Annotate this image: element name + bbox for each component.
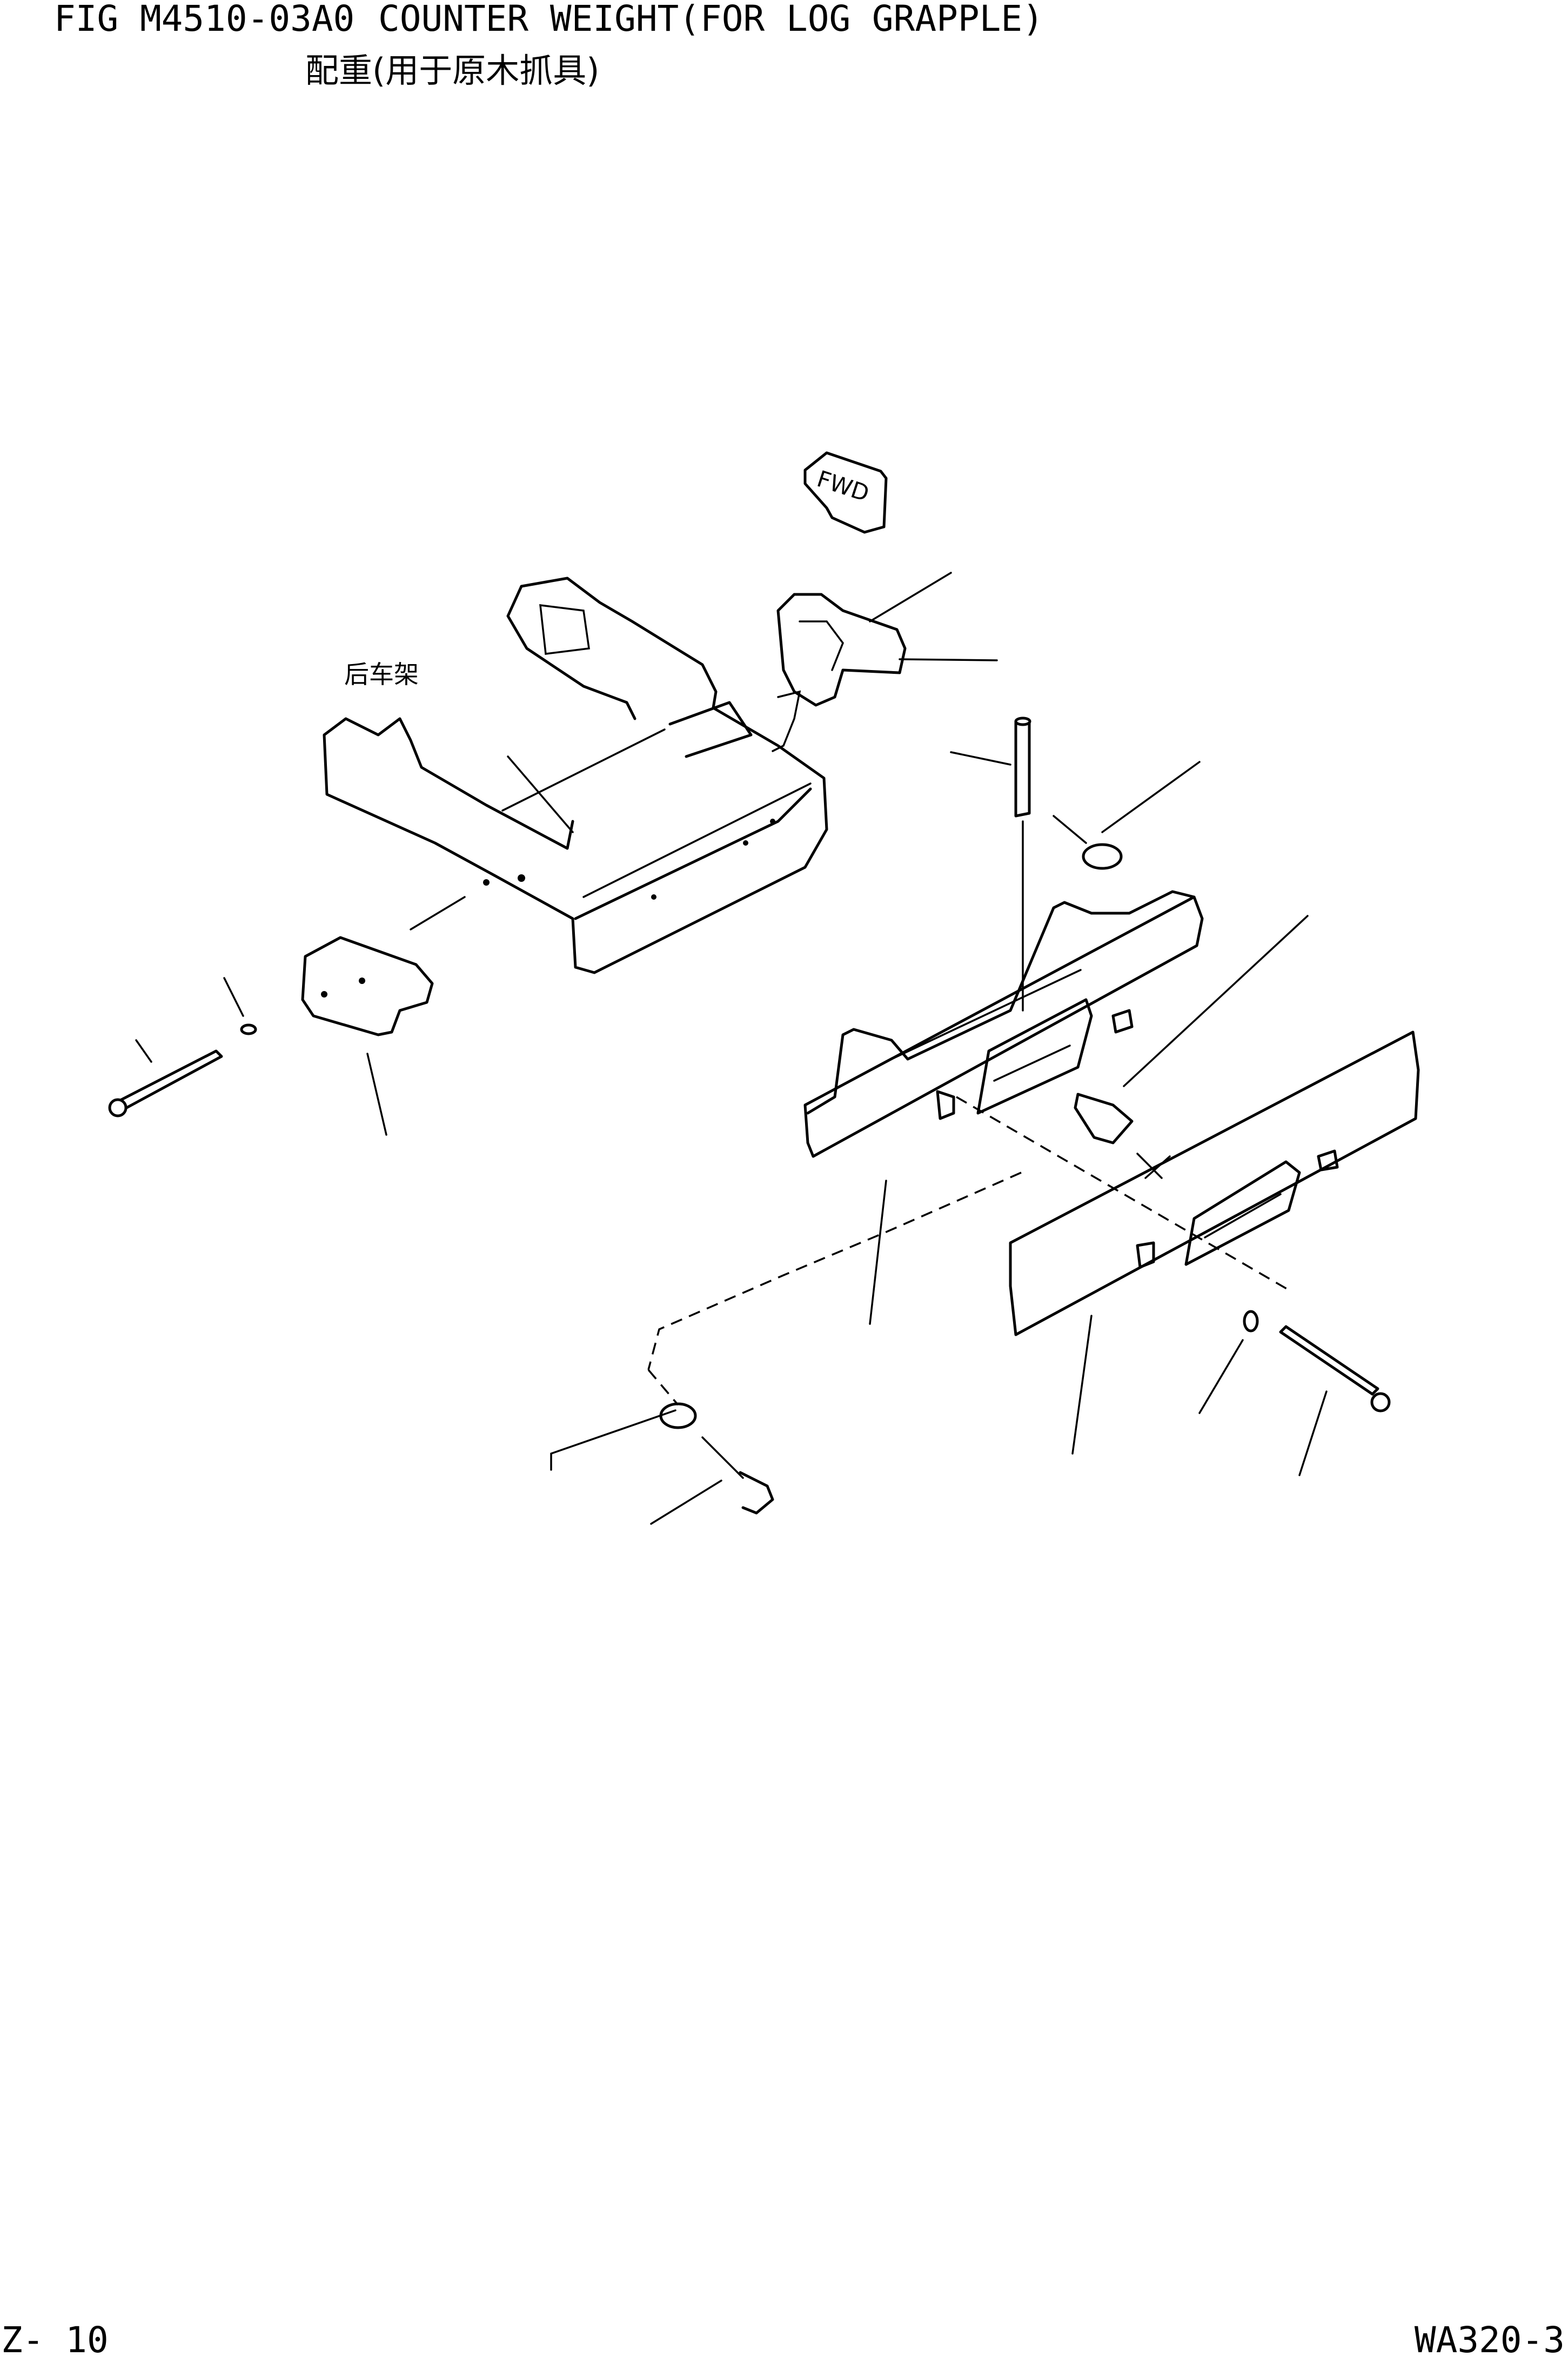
assembly-line-1 (647, 1172, 1022, 1370)
rear-frame (323, 577, 828, 974)
page-number: Z- 10 (1, 2319, 109, 2361)
assembly-line-2 (647, 1369, 679, 1406)
fwd-arrow: FWD (803, 451, 888, 534)
model-number: WA320-3 (1414, 2319, 1565, 2361)
wedge-block (1074, 915, 1309, 1179)
fwd-arrow-label: FWD (814, 465, 872, 507)
bolt-left (108, 977, 257, 1117)
main-counterweight (803, 890, 1204, 1325)
bolt-right (1198, 1310, 1391, 1476)
lower-counterweight (1009, 1030, 1420, 1455)
plug-bolt (550, 1402, 774, 1525)
pin-vertical (950, 717, 1201, 1012)
assembly-line-3 (956, 1096, 1292, 1293)
side-counterweight-left (301, 896, 466, 1136)
side-counterweight-right (772, 572, 998, 752)
rear-frame-label: 后车架 (344, 660, 419, 689)
figure-number: FIG M4510-03A0 (54, 0, 355, 39)
figure-title-chinese: 配重(用于原木抓具) (305, 51, 600, 90)
figure-title-english: COUNTER WEIGHT(FOR LOG GRAPPLE) (378, 0, 1044, 39)
